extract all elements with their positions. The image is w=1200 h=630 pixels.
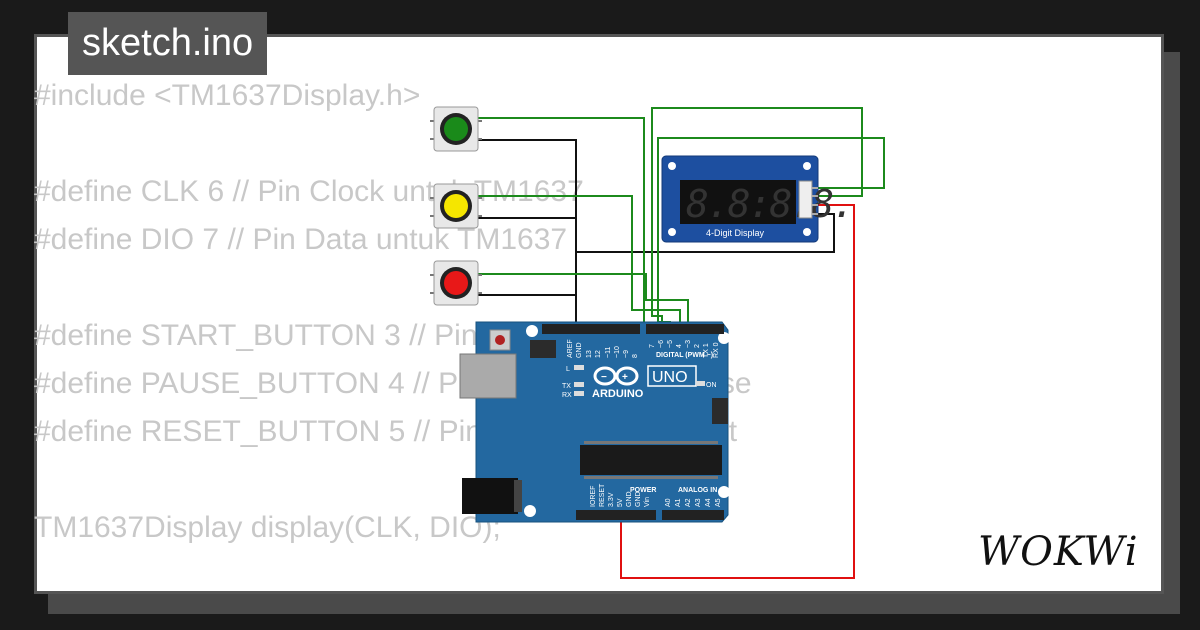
wire-gnd-green-button	[478, 139, 577, 332]
code-line: #define DIO 7 // Pin Data untuk TM1637	[34, 223, 568, 256]
arduino-uno-board[interactable]: AREF GND 13 12 ~11 ~10 ~9 8 7 ~6 ~5 4 ~3…	[459, 321, 730, 523]
display-module-label: 4-Digit Display	[706, 228, 765, 238]
pin-label: AREF	[567, 339, 574, 358]
pin-label: ~11	[605, 347, 612, 358]
pin-label: RESET	[599, 483, 606, 507]
tx-label: TX	[562, 383, 571, 390]
pin-label: 5V	[617, 498, 624, 507]
header-top-right	[646, 324, 724, 334]
code-line: TM1637Display display(CLK, DIO);	[34, 511, 501, 544]
push-button-green[interactable]	[430, 106, 482, 152]
wire-5v	[620, 204, 855, 579]
wire-gnd-display	[576, 213, 835, 253]
button-cap-red[interactable]	[444, 271, 468, 295]
wire-reset-button	[478, 273, 689, 330]
header-top-left	[542, 324, 640, 334]
arduino-infinity-logo	[593, 366, 639, 386]
pin-label: ~3	[685, 340, 692, 348]
code-line: #define CLK 6 // Pin Clock untuk TM1637	[34, 175, 584, 208]
wokwi-logo-text: WOKWi	[978, 529, 1139, 575]
header-bottom-analog	[662, 510, 724, 520]
l-label: L	[566, 366, 570, 373]
wokwi-logo: WOKWi	[978, 529, 1139, 575]
button-cap-yellow[interactable]	[444, 194, 468, 218]
pin-label: 8	[632, 354, 639, 358]
pin-label: ~5	[667, 340, 674, 348]
power-jack	[462, 478, 518, 514]
push-button-yellow[interactable]	[430, 183, 482, 229]
chip-pins	[584, 441, 718, 479]
pin-label: 4	[676, 344, 683, 348]
file-title: sketch.ino	[68, 12, 268, 75]
arduino-brand: ARDUINO	[592, 388, 644, 400]
wire-clk	[651, 107, 863, 330]
pin-label: A4	[705, 498, 712, 507]
pin-label: Vin	[644, 497, 651, 507]
digital-label: DIGITAL (PWM ~)	[656, 352, 713, 359]
header-bottom-power	[576, 510, 656, 520]
on-label: ON	[706, 382, 717, 389]
pin-label: 7	[649, 344, 656, 348]
power-label: POWER	[630, 487, 656, 494]
display-digits: 8.8:8.8.	[686, 182, 853, 226]
pin-label: GND	[635, 491, 642, 507]
top-pin-labels: AREF GND 13 12 ~11 ~10 ~9 8 7 ~6 ~5 4 ~3…	[567, 339, 720, 358]
pin-label: 3.3V	[608, 492, 615, 507]
tm1637-display-module[interactable]: 8.8:8.8. 4-Digit Display	[661, 155, 855, 243]
pin-label: A3	[695, 498, 702, 507]
pin-label: GND	[626, 491, 633, 507]
pin-label: A5	[715, 498, 722, 507]
svg-text:−: −	[601, 372, 607, 383]
bottom-pin-labels: IOREF RESET 3.3V 5V GND GND Vin A0 A1 A2…	[590, 483, 722, 507]
button-cap-green[interactable]	[444, 117, 468, 141]
arduino-model: UNO	[652, 369, 688, 386]
push-button-red[interactable]	[430, 260, 482, 306]
pin-label: 12	[595, 350, 602, 358]
svg-text:+: +	[622, 372, 628, 383]
pin-label: A1	[675, 498, 682, 507]
rx-label: RX	[562, 392, 572, 399]
pin-label: 2	[694, 344, 701, 348]
pin-label: ~10	[614, 346, 621, 358]
icsp-header-right	[712, 398, 728, 424]
usb-connector	[459, 353, 517, 399]
analog-label: ANALOG IN	[678, 487, 717, 494]
pin-label: ~9	[623, 350, 630, 358]
microcontroller-chip	[580, 445, 722, 475]
pin-label: A2	[685, 498, 692, 507]
icsp-header	[530, 340, 556, 358]
wire-start-button	[478, 117, 645, 330]
pin-label: A0	[665, 498, 672, 507]
pin-label: 13	[586, 350, 593, 358]
pin-label: ~6	[658, 340, 665, 348]
pin-label: IOREF	[590, 486, 597, 507]
wire-pause-button	[478, 195, 681, 330]
pin-label: RX 0	[713, 342, 720, 358]
pin-label: GND	[576, 342, 583, 358]
code-line: #include <TM1637Display.h>	[34, 79, 421, 112]
pin-label: TX 1	[703, 343, 710, 358]
